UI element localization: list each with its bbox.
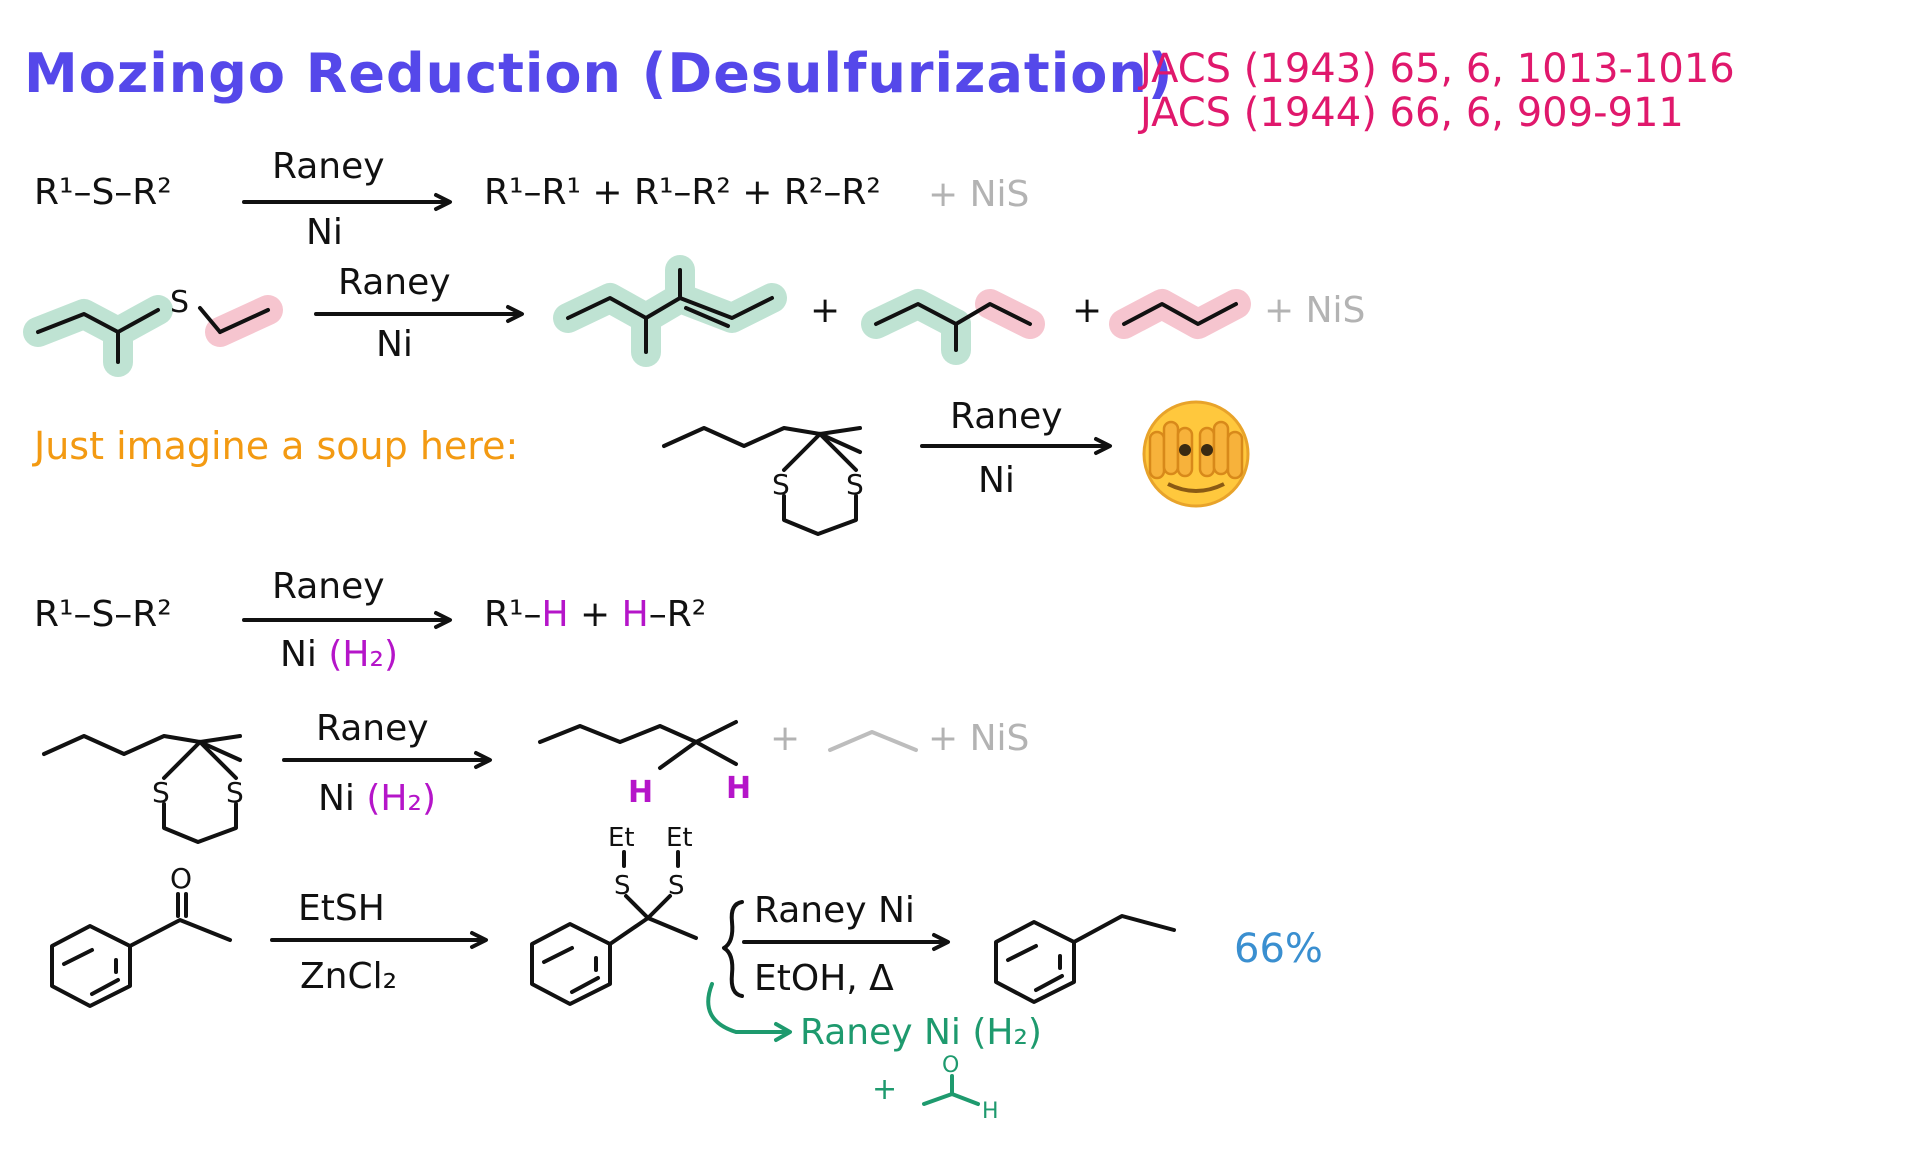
r5-h-2: H — [726, 771, 751, 806]
r6-oxygen: O — [170, 862, 192, 895]
r6-et-1: Et — [608, 823, 635, 853]
r6-alt-plus: + — [872, 1072, 898, 1107]
r6-acetophenone-structure: O — [50, 862, 232, 1008]
r6-ethylbenzene-structure — [994, 914, 1176, 1004]
r6-alt-reagent: Raney Ni (H₂) — [800, 1012, 1042, 1053]
r4-arrow — [242, 611, 452, 629]
r4-h-1: H — [541, 594, 569, 635]
r6-brace — [722, 900, 744, 998]
face-with-hand-over-eyes-icon — [1142, 400, 1250, 508]
r4-plus: + — [579, 594, 611, 635]
r2-plus-2: + — [1072, 290, 1103, 331]
r5-plus: + — [770, 718, 801, 759]
r5-reagent-above: Raney — [316, 708, 429, 749]
r4-h2: (H₂) — [328, 634, 398, 675]
r1-reactant: R¹–S–R² — [34, 172, 172, 213]
r4-products: R¹–H + H–R² — [484, 594, 706, 635]
r3-reagent-below: Ni — [978, 460, 1015, 501]
r2-sulfide-structure: S — [23, 285, 283, 377]
r1-reagent-below: Ni — [306, 212, 343, 253]
r5-ni: Ni — [318, 778, 355, 819]
r4-product-r1: R¹– — [484, 594, 542, 635]
r6-dithioketal-structure: S S Et Et — [530, 823, 698, 1006]
r6-step1-above: EtSH — [298, 888, 385, 929]
r3-arrow — [920, 437, 1112, 455]
r4-h-2: H — [621, 594, 649, 635]
r6-alt-route-arrow — [706, 982, 792, 1042]
r3-dithiane-structure: S S — [662, 426, 864, 536]
page-title: Mozingo Reduction (Desulfurization) — [24, 42, 1174, 105]
r5-dithiane-structure: S S — [42, 734, 244, 844]
r6-step1-below: ZnCl₂ — [300, 956, 398, 997]
r1-byproduct: + NiS — [928, 174, 1030, 215]
reference-2: JACS (1944) 66, 6, 909-911 — [1140, 90, 1684, 136]
r4-product-r2: –R² — [648, 594, 707, 635]
r3-reagent-above: Raney — [950, 396, 1063, 437]
r1-arrow — [242, 193, 452, 211]
r2-sulfur-label: S — [170, 285, 189, 320]
r6-yield: 66% — [1234, 926, 1323, 972]
r5-product-structure: H H — [538, 720, 751, 810]
r6-step2-above: Raney Ni — [754, 890, 915, 931]
r2-byproduct: + NiS — [1264, 290, 1366, 331]
r5-sulfur-2: S — [226, 776, 244, 809]
r6-arrow-1 — [270, 931, 488, 949]
reference-1: JACS (1943) 65, 6, 1013-1016 — [1140, 46, 1735, 92]
r5-h-1: H — [628, 775, 653, 810]
r1-reagent-above: Raney — [272, 146, 385, 187]
r3-sulfur-2: S — [846, 468, 864, 501]
r6-et-2: Et — [666, 823, 693, 853]
r4-reactant: R¹–S–R² — [34, 594, 172, 635]
r5-reagent-below: Ni (H₂) — [318, 778, 436, 819]
r3-note: Just imagine a soup here: — [34, 424, 519, 468]
r2-plus-1: + — [810, 290, 841, 331]
r2-reagent-above: Raney — [338, 262, 451, 303]
r3-sulfur-1: S — [772, 468, 790, 501]
r5-sulfur-1: S — [152, 776, 170, 809]
r6-s-1: S — [614, 871, 631, 901]
r2-product-1-structure — [553, 255, 787, 367]
r5-propane-structure — [828, 730, 918, 752]
r6-alt-o: O — [942, 1053, 959, 1078]
r6-alt-h: H — [982, 1099, 999, 1124]
r4-ni: Ni — [280, 634, 317, 675]
r5-arrow — [282, 751, 492, 769]
r6-s-2: S — [668, 871, 685, 901]
r6-acetaldehyde-structure: O H — [922, 1053, 999, 1124]
r2-arrow — [314, 305, 524, 323]
r1-products: R¹–R¹ + R¹–R² + R²–R² — [484, 172, 881, 213]
r2-reagent-below: Ni — [376, 324, 413, 365]
r5-h2: (H₂) — [366, 778, 436, 819]
r6-step2-below: EtOH, Δ — [754, 958, 894, 999]
r6-arrow-2 — [742, 933, 950, 951]
r4-reagent-below: Ni (H₂) — [280, 634, 398, 675]
r5-byproduct: + NiS — [928, 718, 1030, 759]
r4-reagent-above: Raney — [272, 566, 385, 607]
r2-product-2-structure — [861, 289, 1045, 365]
r2-product-3-structure — [1109, 289, 1251, 339]
